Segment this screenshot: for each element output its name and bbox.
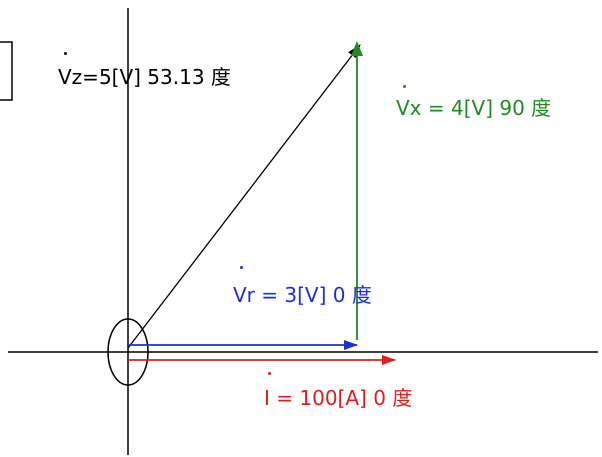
vz-dot-accent <box>64 52 67 55</box>
vr-dot-accent <box>240 266 243 269</box>
left-bracket <box>0 41 13 101</box>
i-dot-accent <box>268 372 271 375</box>
vx-dot-accent <box>403 85 406 88</box>
vz-vector <box>127 44 361 349</box>
vx-arrowhead <box>351 41 363 56</box>
vz-label: Vz=5[V] 53.13 度 <box>58 65 231 89</box>
i-label: I = 100[A] 0 度 <box>264 386 413 410</box>
vr-label: Vr = 3[V] 0 度 <box>233 283 372 307</box>
vx-label: Vx = 4[V] 90 度 <box>396 96 552 120</box>
origin-ellipse <box>107 318 149 386</box>
